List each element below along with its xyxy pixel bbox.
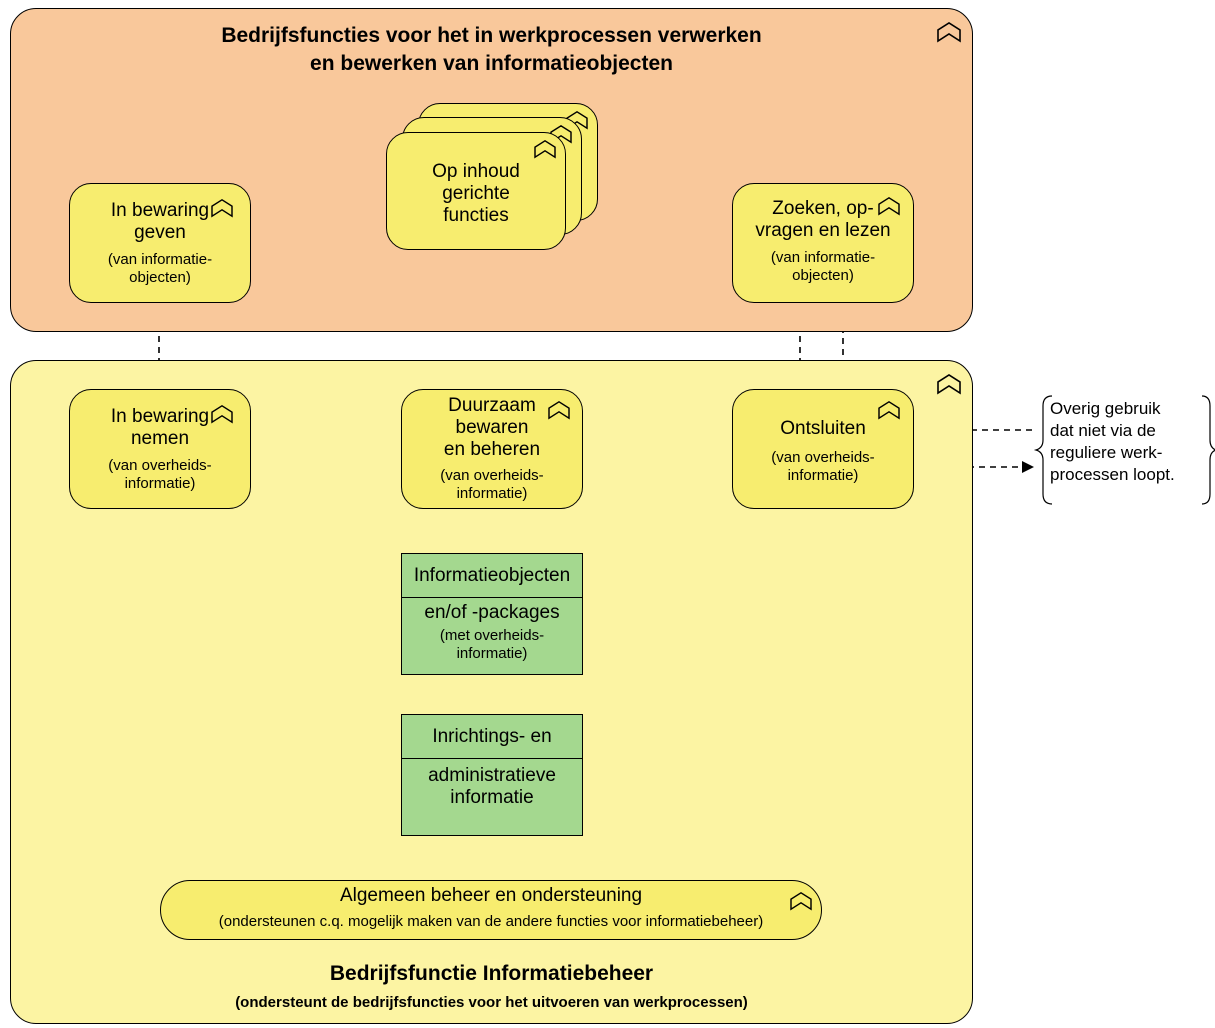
note-brace-right xyxy=(1201,395,1215,505)
function-sublabel: informatie) xyxy=(787,467,859,484)
function-label: Op inhoud xyxy=(432,161,520,182)
business-function-icon xyxy=(936,21,962,43)
function-ontsluiten: Ontsluiten (van overheids- informatie) xyxy=(732,389,914,509)
function-label: nemen xyxy=(130,428,190,449)
business-function-icon xyxy=(210,198,234,218)
function-op-inhoud: Op inhoud gerichte functies xyxy=(386,132,566,250)
object-sublabel: (met overheids- xyxy=(439,627,545,644)
function-label: vragen en lezen xyxy=(755,220,891,241)
function-label: bewaren xyxy=(455,417,529,438)
function-sublabel: informatie) xyxy=(124,475,196,492)
function-sublabel: (van informatie- xyxy=(770,249,876,266)
function-label: Duurzaam xyxy=(448,395,536,416)
note-brace-left xyxy=(1033,395,1053,505)
note-overig-gebruik: Overig gebruik dat niet via de reguliere… xyxy=(1050,398,1200,486)
function-label: Ontsluiten xyxy=(780,418,866,439)
note-line: Overig gebruik xyxy=(1050,399,1161,418)
business-function-icon xyxy=(877,196,901,216)
function-label: Zoeken, op- xyxy=(772,198,874,219)
function-algemeen: Algemeen beheer en ondersteuning (onders… xyxy=(160,880,822,940)
object-label: en/of -packages xyxy=(424,602,560,623)
business-function-icon xyxy=(547,400,571,420)
function-sublabel: informatie) xyxy=(456,485,528,502)
top-region-title: Bedrijfsfuncties voor het in werkprocess… xyxy=(11,22,972,78)
top-region-title-line2: en bewerken van informatieobjecten xyxy=(310,52,673,75)
note-line: reguliere werk- xyxy=(1050,443,1163,462)
function-sublabel: (van overheids- xyxy=(108,457,212,474)
business-function-icon xyxy=(789,891,813,911)
function-in-bewaring-geven: In bewaring geven (van informatie- objec… xyxy=(69,183,251,303)
bottom-region-subtitle: (ondersteunt de bedrijfsfuncties voor he… xyxy=(235,994,748,1011)
object-header: Informatieobjecten xyxy=(402,554,582,598)
function-in-bewaring-nemen: In bewaring nemen (van overheids- inform… xyxy=(69,389,251,509)
object-header: Inrichtings- en xyxy=(402,715,582,759)
function-label: Algemeen beheer en ondersteuning xyxy=(339,885,643,906)
function-label: gerichte xyxy=(442,183,510,204)
function-label: geven xyxy=(134,222,186,243)
function-sublabel: (van overheids- xyxy=(440,467,544,484)
bottom-region-title: Bedrijfsfunctie Informatiebeheer xyxy=(329,962,654,985)
object-label: informatie xyxy=(450,787,534,808)
function-sublabel: (van informatie- xyxy=(107,251,213,268)
object-informatieobjecten: Informatieobjecten en/of -packages (met … xyxy=(401,553,583,675)
business-function-icon xyxy=(210,404,234,424)
business-function-icon xyxy=(533,139,557,159)
note-line: dat niet via de xyxy=(1050,421,1156,440)
function-zoeken: Zoeken, op- vragen en lezen (van informa… xyxy=(732,183,914,303)
function-sublabel: (ondersteunen c.q. mogelijk maken van de… xyxy=(218,913,764,930)
function-label: In bewaring xyxy=(110,406,210,427)
function-sublabel: objecten) xyxy=(129,269,191,286)
note-line: processen loopt. xyxy=(1050,465,1175,484)
top-region-title-line1: Bedrijfsfuncties voor het in werkprocess… xyxy=(221,24,762,47)
object-inrichtings: Inrichtings- en administratieve informat… xyxy=(401,714,583,836)
function-label: functies xyxy=(443,205,509,226)
function-sublabel: objecten) xyxy=(792,267,854,284)
function-label: In bewaring xyxy=(110,200,210,221)
business-function-icon xyxy=(877,400,901,420)
function-label: en beheren xyxy=(443,439,541,460)
function-duurzaam: Duurzaam bewaren en beheren (van overhei… xyxy=(401,389,583,509)
object-label: administratieve xyxy=(428,765,556,786)
business-function-icon xyxy=(936,373,962,395)
function-sublabel: (van overheids- xyxy=(771,449,875,466)
object-sublabel: informatie) xyxy=(456,645,528,662)
